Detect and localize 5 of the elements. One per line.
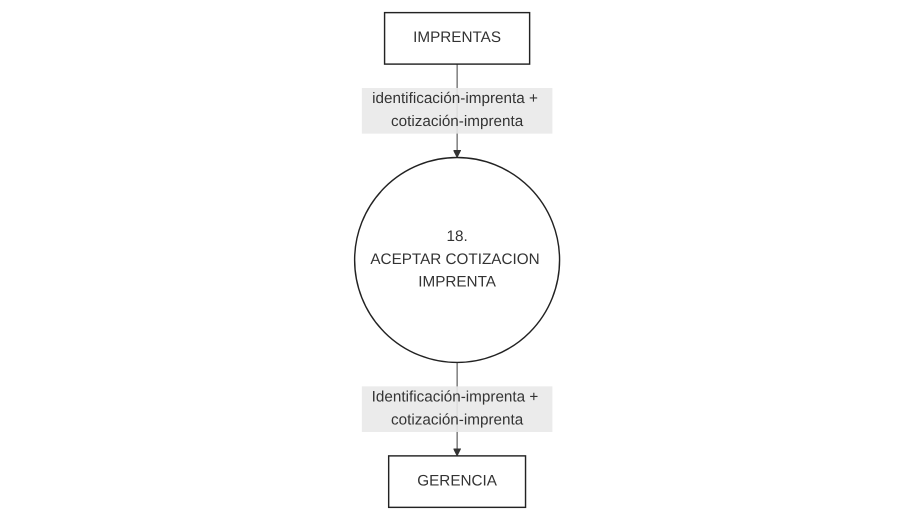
edge-label: identificación-imprenta + cotización-imprenta xyxy=(372,90,538,130)
node-box: GERENCIA xyxy=(388,455,527,508)
node-box: IMPRENTAS xyxy=(384,12,531,65)
node-circle: 18. ACEPTAR COTIZACION IMPRENTA xyxy=(354,156,561,364)
edge-label: Identificación-imprenta + cotización-imprenta xyxy=(372,389,539,428)
